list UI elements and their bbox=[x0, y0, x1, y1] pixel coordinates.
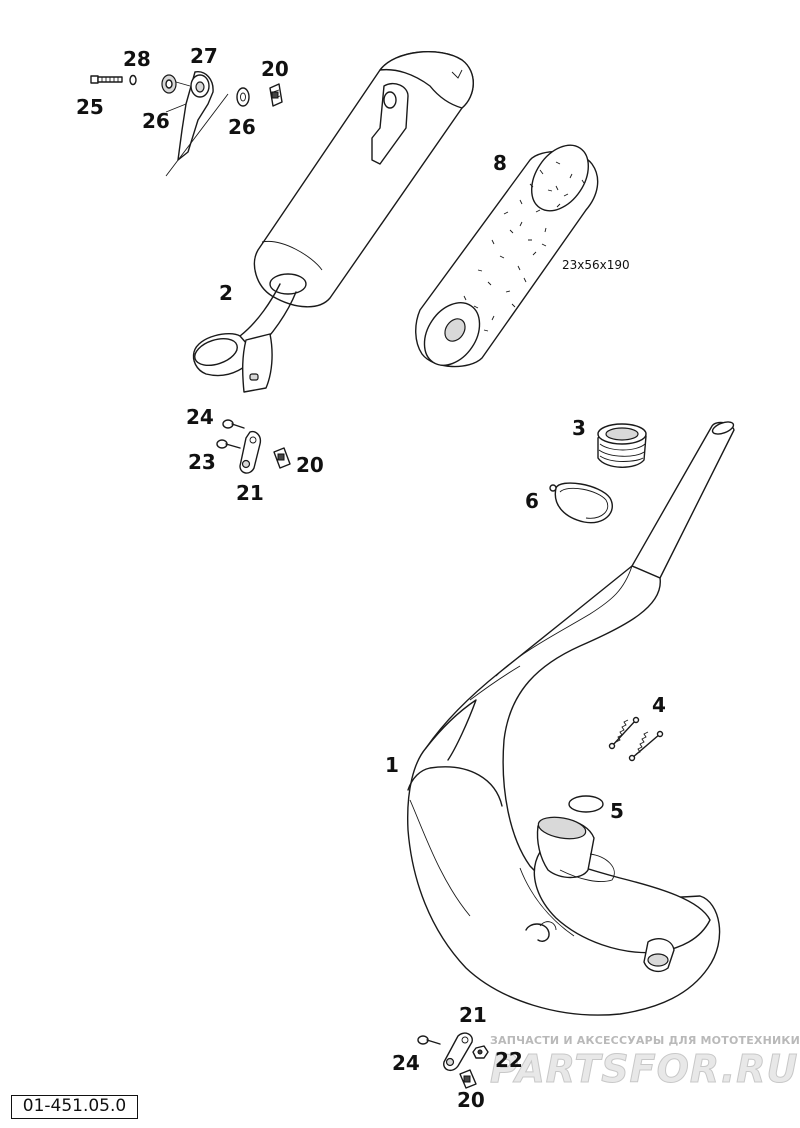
label-part-25: 25 bbox=[76, 95, 104, 119]
bracket-27-drawing bbox=[165, 71, 229, 177]
clamp-6-drawing bbox=[549, 482, 613, 524]
silencer-mount-hardware bbox=[90, 71, 283, 177]
label-part-20-bottom: 20 bbox=[457, 1088, 485, 1112]
watermark-caption: ЗАПЧАСТИ И АКСЕССУАРЫ ДЛЯ МОТОТЕХНИКИ bbox=[490, 1034, 800, 1047]
bolt-24-mid-drawing bbox=[222, 419, 245, 429]
label-part-24-bottom: 24 bbox=[392, 1051, 420, 1075]
label-part-23: 23 bbox=[188, 450, 216, 474]
pipe-mount-hardware bbox=[417, 1032, 489, 1089]
label-part-27: 27 bbox=[190, 44, 218, 68]
bolt-24-bottom-drawing bbox=[417, 1035, 441, 1045]
clip-nut-20-top-drawing bbox=[269, 83, 283, 107]
watermark-logo: PARTSFOR.RU bbox=[490, 1047, 798, 1091]
bolt-23-drawing bbox=[216, 439, 241, 449]
label-part-21-mid: 21 bbox=[236, 481, 264, 505]
label-part-26-left: 26 bbox=[142, 109, 170, 133]
nut-22-drawing bbox=[472, 1045, 489, 1059]
packing-dimension-label: 23x56x190 bbox=[562, 258, 630, 272]
part-labels: 28 27 20 25 26 26 8 2 24 23 21 20 3 6 4 … bbox=[76, 44, 666, 1112]
label-part-3: 3 bbox=[572, 416, 586, 440]
bracket-21-bottom-drawing bbox=[443, 1032, 473, 1072]
bush-26-left-drawing bbox=[161, 74, 191, 94]
exhaust-pipe-1-drawing bbox=[406, 421, 735, 1016]
packing-8-drawing bbox=[415, 144, 599, 368]
clip-nut-20-mid-drawing bbox=[273, 447, 291, 469]
label-part-1: 1 bbox=[385, 753, 399, 777]
bolt-25-drawing bbox=[90, 75, 123, 84]
label-part-22: 22 bbox=[495, 1048, 523, 1072]
watermark: ЗАПЧАСТИ И АКСЕССУАРЫ ДЛЯ МОТОТЕХНИКИ PA… bbox=[490, 1034, 800, 1092]
document-number: 01-451.05.0 bbox=[11, 1095, 138, 1119]
clip-nut-20-bottom-drawing bbox=[459, 1069, 477, 1089]
label-part-6: 6 bbox=[525, 489, 539, 513]
bracket-21-mid-drawing bbox=[239, 430, 262, 474]
washer-28-drawing bbox=[129, 74, 137, 86]
o-ring-5-drawing bbox=[568, 795, 604, 813]
label-part-8: 8 bbox=[493, 151, 507, 175]
label-part-21-bottom: 21 bbox=[459, 1003, 487, 1027]
label-part-28: 28 bbox=[123, 47, 151, 71]
label-part-5: 5 bbox=[610, 799, 624, 823]
label-part-20-mid: 20 bbox=[296, 453, 324, 477]
silencer-2-drawing bbox=[192, 51, 474, 393]
label-part-26-right: 26 bbox=[228, 115, 256, 139]
silencer-lower-mount-hardware bbox=[216, 419, 291, 474]
springs-4-drawing bbox=[608, 716, 664, 762]
label-part-4: 4 bbox=[652, 693, 666, 717]
label-part-2: 2 bbox=[219, 281, 233, 305]
sleeve-3-drawing bbox=[597, 423, 647, 468]
bush-26-right-drawing bbox=[236, 87, 250, 107]
label-part-24-mid: 24 bbox=[186, 405, 214, 429]
label-part-20-top: 20 bbox=[261, 57, 289, 81]
